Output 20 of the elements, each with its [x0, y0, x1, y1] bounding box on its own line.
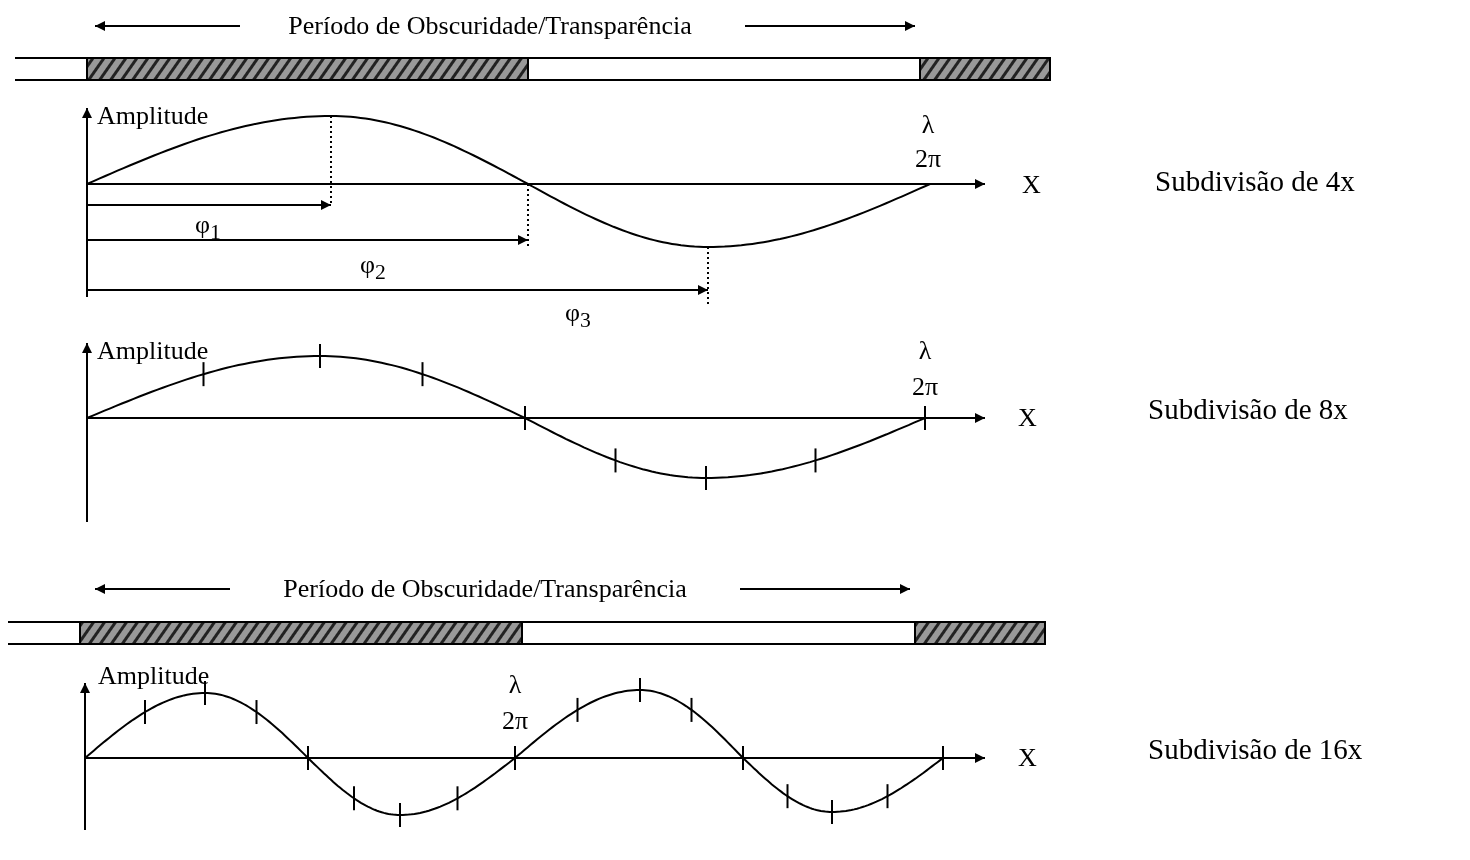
axis-label: Amplitude [97, 338, 209, 364]
wavelength-label: λ [508, 672, 522, 698]
phase-label: 2π [501, 708, 529, 734]
phase-angle-label: φ$_{2}$ [360, 252, 386, 284]
period-label: Período de Obscuridade/Transparência [288, 13, 692, 39]
panel-caption: Subdivisão de 8x [1148, 395, 1348, 424]
period-label: Período de Obscuridade/Transparência [283, 576, 687, 602]
panel-caption: Subdivisão de 16x [1148, 735, 1363, 764]
axis-label: X [1018, 745, 1037, 771]
wavelength-label: λ [921, 112, 935, 138]
axis-label: X [1022, 172, 1041, 198]
wavelength-label: λ [918, 338, 932, 364]
phase-label: 2π [914, 146, 942, 172]
phase-angle-label: φ$_{3}$ [565, 300, 591, 332]
axis-label: Amplitude [97, 103, 209, 129]
axis-label: Amplitude [98, 663, 210, 689]
panel-caption: Subdivisão de 4x [1155, 167, 1355, 196]
phase-angle-label: φ$_{1}$ [195, 212, 221, 244]
axis-label: X [1018, 405, 1037, 431]
phase-label: 2π [911, 374, 939, 400]
